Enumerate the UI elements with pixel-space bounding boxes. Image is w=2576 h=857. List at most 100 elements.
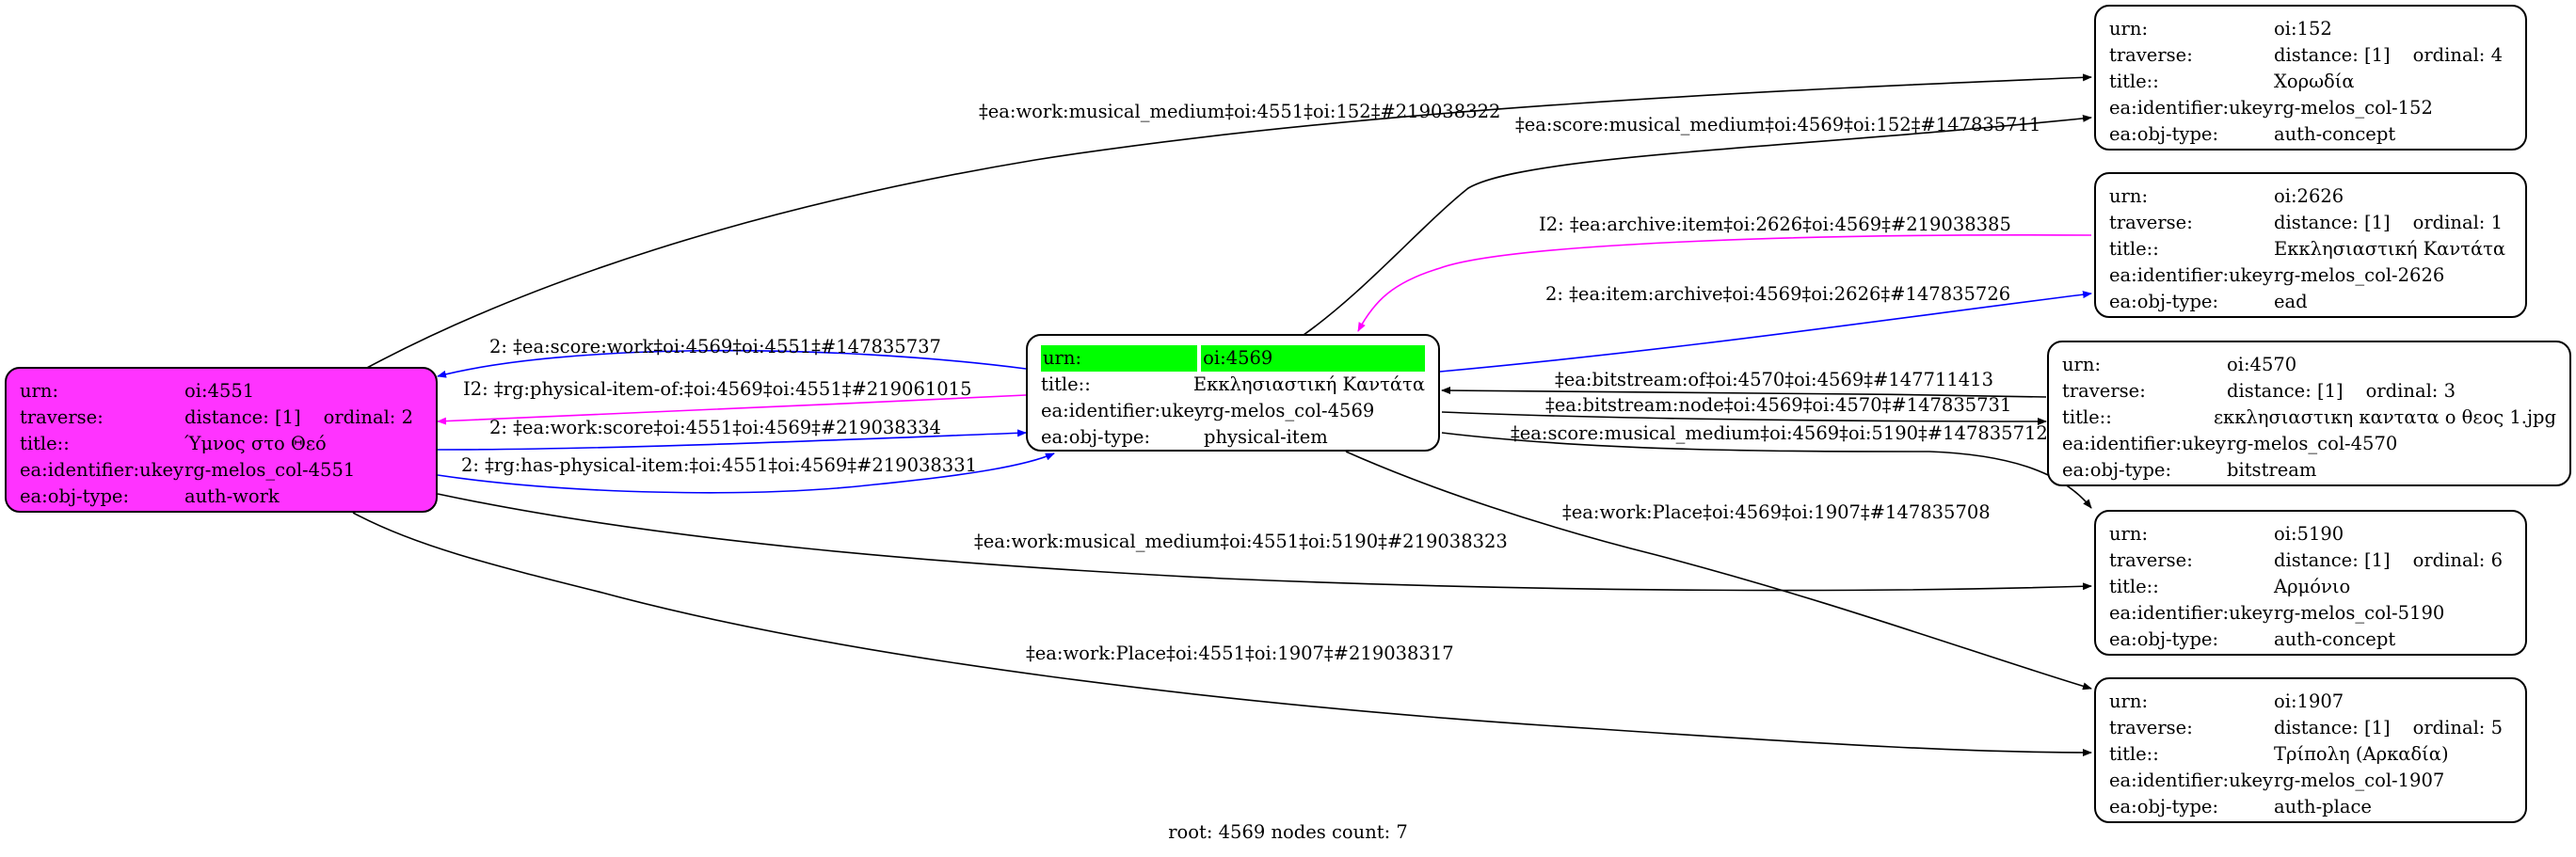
- value-ukey: rg-melos_col-4569: [1204, 400, 1375, 421]
- edge-label-e11: ‡ea:score:musical_medium‡oi:4569‡oi:5190…: [1511, 422, 2048, 444]
- value-objtype: auth-work: [184, 485, 280, 507]
- value-title: Αρμόνιο: [2274, 576, 2351, 597]
- key-label: urn:: [2109, 18, 2149, 40]
- key-label: ea:identifier:ukey: [2109, 97, 2273, 119]
- edge-label-e12: ‡ea:work:Place‡oi:4569‡oi:1907‡#14783570…: [1562, 501, 1991, 523]
- key-label: title::: [2062, 406, 2112, 428]
- value-ordinal: ordinal: 1: [2412, 212, 2503, 233]
- edge-label-e7: 2: ‡ea:work:score‡oi:4551‡oi:4569‡#21903…: [489, 417, 941, 438]
- node-row-traverse: traverse:distance: [1]ordinal: 6: [2109, 548, 2512, 574]
- key-label: ea:identifier:ukey: [2109, 264, 2273, 286]
- key-label: ea:obj-type:: [1041, 426, 1151, 448]
- node-oi-4570[interactable]: urn: oi:4570 traverse: distance: [1] ordina…: [2047, 341, 2571, 486]
- key-label: urn:: [20, 380, 59, 402]
- key-label: ea:obj-type:: [20, 485, 130, 507]
- node-row-traverse: traverse:distance: [1]ordinal: 5: [2109, 715, 2512, 741]
- graph-footer: root: 4569 nodes count: 7: [1168, 821, 1408, 843]
- key-label: title::: [2109, 576, 2159, 597]
- edge-e9: [1441, 387, 2047, 398]
- node-row-traverse: traverse:distance: [1]ordinal: 4: [2109, 42, 2512, 69]
- value-urn: oi:4569: [1201, 345, 1425, 372]
- node-row-title: title::Ύμνος στο Θεό: [20, 431, 423, 457]
- node-row-title: title::Εκκλησιαστική Καντάτα: [1041, 372, 1425, 398]
- value-objtype: auth-concept: [2274, 628, 2396, 650]
- value-ordinal: ordinal: 4: [2412, 44, 2503, 66]
- value-urn: oi:4570: [2227, 354, 2297, 375]
- value-urn: oi:5190: [2274, 523, 2344, 545]
- value-distance: distance: [1]: [2274, 549, 2391, 571]
- edge-e14: [352, 512, 2092, 756]
- key-label: urn:: [2109, 690, 2149, 712]
- node-row-title: title::εκκλησιαστικη καντατα ο θεος 1.jp…: [2062, 405, 2556, 431]
- edge-label-e6: I2: ‡rg:physical-item-of:‡oi:4569‡oi:455…: [463, 378, 972, 400]
- value-title: Εκκλησιαστική Καντάτα: [2274, 238, 2506, 260]
- key-label: ea:obj-type:: [2109, 796, 2219, 817]
- value-distance: distance: [1]: [184, 406, 301, 428]
- node-oi-4551[interactable]: urn: oi:4551 traverse:distance: [1]ordina…: [5, 367, 438, 513]
- node-row-traverse: traverse:distance: [1]ordinal: 2: [20, 405, 423, 431]
- edge-e11: [1441, 432, 2092, 509]
- node-row-objtype: ea:obj-type:auth-concept: [2109, 121, 2512, 148]
- key-label: ea:identifier:ukey: [2109, 770, 2273, 791]
- edge-label-e2: ‡ea:score:musical_medium‡oi:4569‡oi:152‡…: [1515, 114, 2040, 135]
- value-objtype: auth-place: [2274, 796, 2372, 817]
- edge-label-e10: ‡ea:bitstream:node‡oi:4569‡oi:4570‡#1478…: [1545, 394, 2011, 416]
- key-label: ea:obj-type:: [2062, 459, 2172, 481]
- value-urn: oi:4551: [184, 380, 255, 402]
- value-objtype: auth-concept: [2274, 123, 2396, 145]
- node-row-title: title::Αρμόνιο: [2109, 574, 2512, 600]
- key-label: urn:: [2062, 354, 2102, 375]
- key-label: traverse:: [2062, 380, 2146, 402]
- node-row-urn: urn:oi:4569: [1041, 345, 1425, 372]
- node-row-title: title::Εκκλησιαστική Καντάτα: [2109, 236, 2512, 262]
- key-label: traverse:: [2109, 717, 2193, 738]
- node-oi-2626[interactable]: urn:oi:2626 traverse:distance: [1]ordina…: [2094, 172, 2527, 318]
- value-distance: distance: [1]: [2274, 212, 2391, 233]
- edge-e12: [1345, 451, 2092, 690]
- edge-e7: [437, 429, 1027, 451]
- key-label: ea:identifier:ukey: [2062, 433, 2226, 454]
- edge-e6: [437, 394, 1027, 425]
- edge-e1: [364, 73, 2092, 370]
- key-label: title::: [20, 433, 70, 454]
- node-oi-1907[interactable]: urn:oi:1907 traverse:distance: [1]ordina…: [2094, 677, 2527, 823]
- key-label: title::: [2109, 71, 2159, 92]
- value-ukey: rg-melos_col-4570: [2227, 433, 2398, 454]
- node-row-objtype: ea:obj-type: auth-work: [20, 484, 423, 510]
- key-label: ea:identifier:ukey: [1041, 400, 1205, 421]
- value-title: Ύμνος στο Θεό: [184, 433, 327, 454]
- key-label: urn:: [1041, 345, 1198, 372]
- value-ukey: rg-melos_col-5190: [2274, 602, 2445, 624]
- node-row-traverse: traverse: distance: [1] ordinal: 3: [2062, 378, 2556, 405]
- key-label: ea:identifier:ukey: [2109, 602, 2273, 624]
- value-title: Τρίπολη (Αρκαδία): [2274, 743, 2449, 765]
- edge-e4: [1439, 291, 2092, 373]
- value-ordinal: ordinal: 3: [2365, 380, 2456, 402]
- value-ukey: rg-melos_col-152: [2274, 97, 2433, 119]
- node-row-title: title::Χορωδία: [2109, 69, 2512, 95]
- edge-e13: [437, 493, 2092, 592]
- value-objtype: ead: [2274, 291, 2308, 312]
- value-title: εκκλησιαστικη καντατα ο θεος 1.jpg: [2213, 406, 2556, 428]
- edge-e2: [1303, 114, 2092, 336]
- node-oi-4569[interactable]: urn:oi:4569 title::Εκκλησιαστική Καντάτα…: [1026, 334, 1440, 452]
- value-distance: distance: [1]: [2227, 380, 2344, 402]
- value-title: Εκκλησιαστική Καντάτα: [1192, 373, 1425, 395]
- key-label: traverse:: [2109, 212, 2193, 233]
- value-ukey: rg-melos_col-2626: [2274, 264, 2445, 286]
- key-label: urn:: [2109, 523, 2149, 545]
- node-oi-152[interactable]: urn: oi:152 traverse:distance: [1]ordinal…: [2094, 5, 2527, 151]
- node-row-urn: urn: oi:152: [2109, 16, 2512, 42]
- node-oi-5190[interactable]: urn: oi:5190 traverse:distance: [1]ordina…: [2094, 510, 2527, 656]
- value-urn: oi:152: [2274, 18, 2332, 40]
- node-row-urn: urn: oi:5190: [2109, 521, 2512, 548]
- key-label: title::: [2109, 743, 2159, 765]
- value-title: Χορωδία: [2274, 71, 2355, 92]
